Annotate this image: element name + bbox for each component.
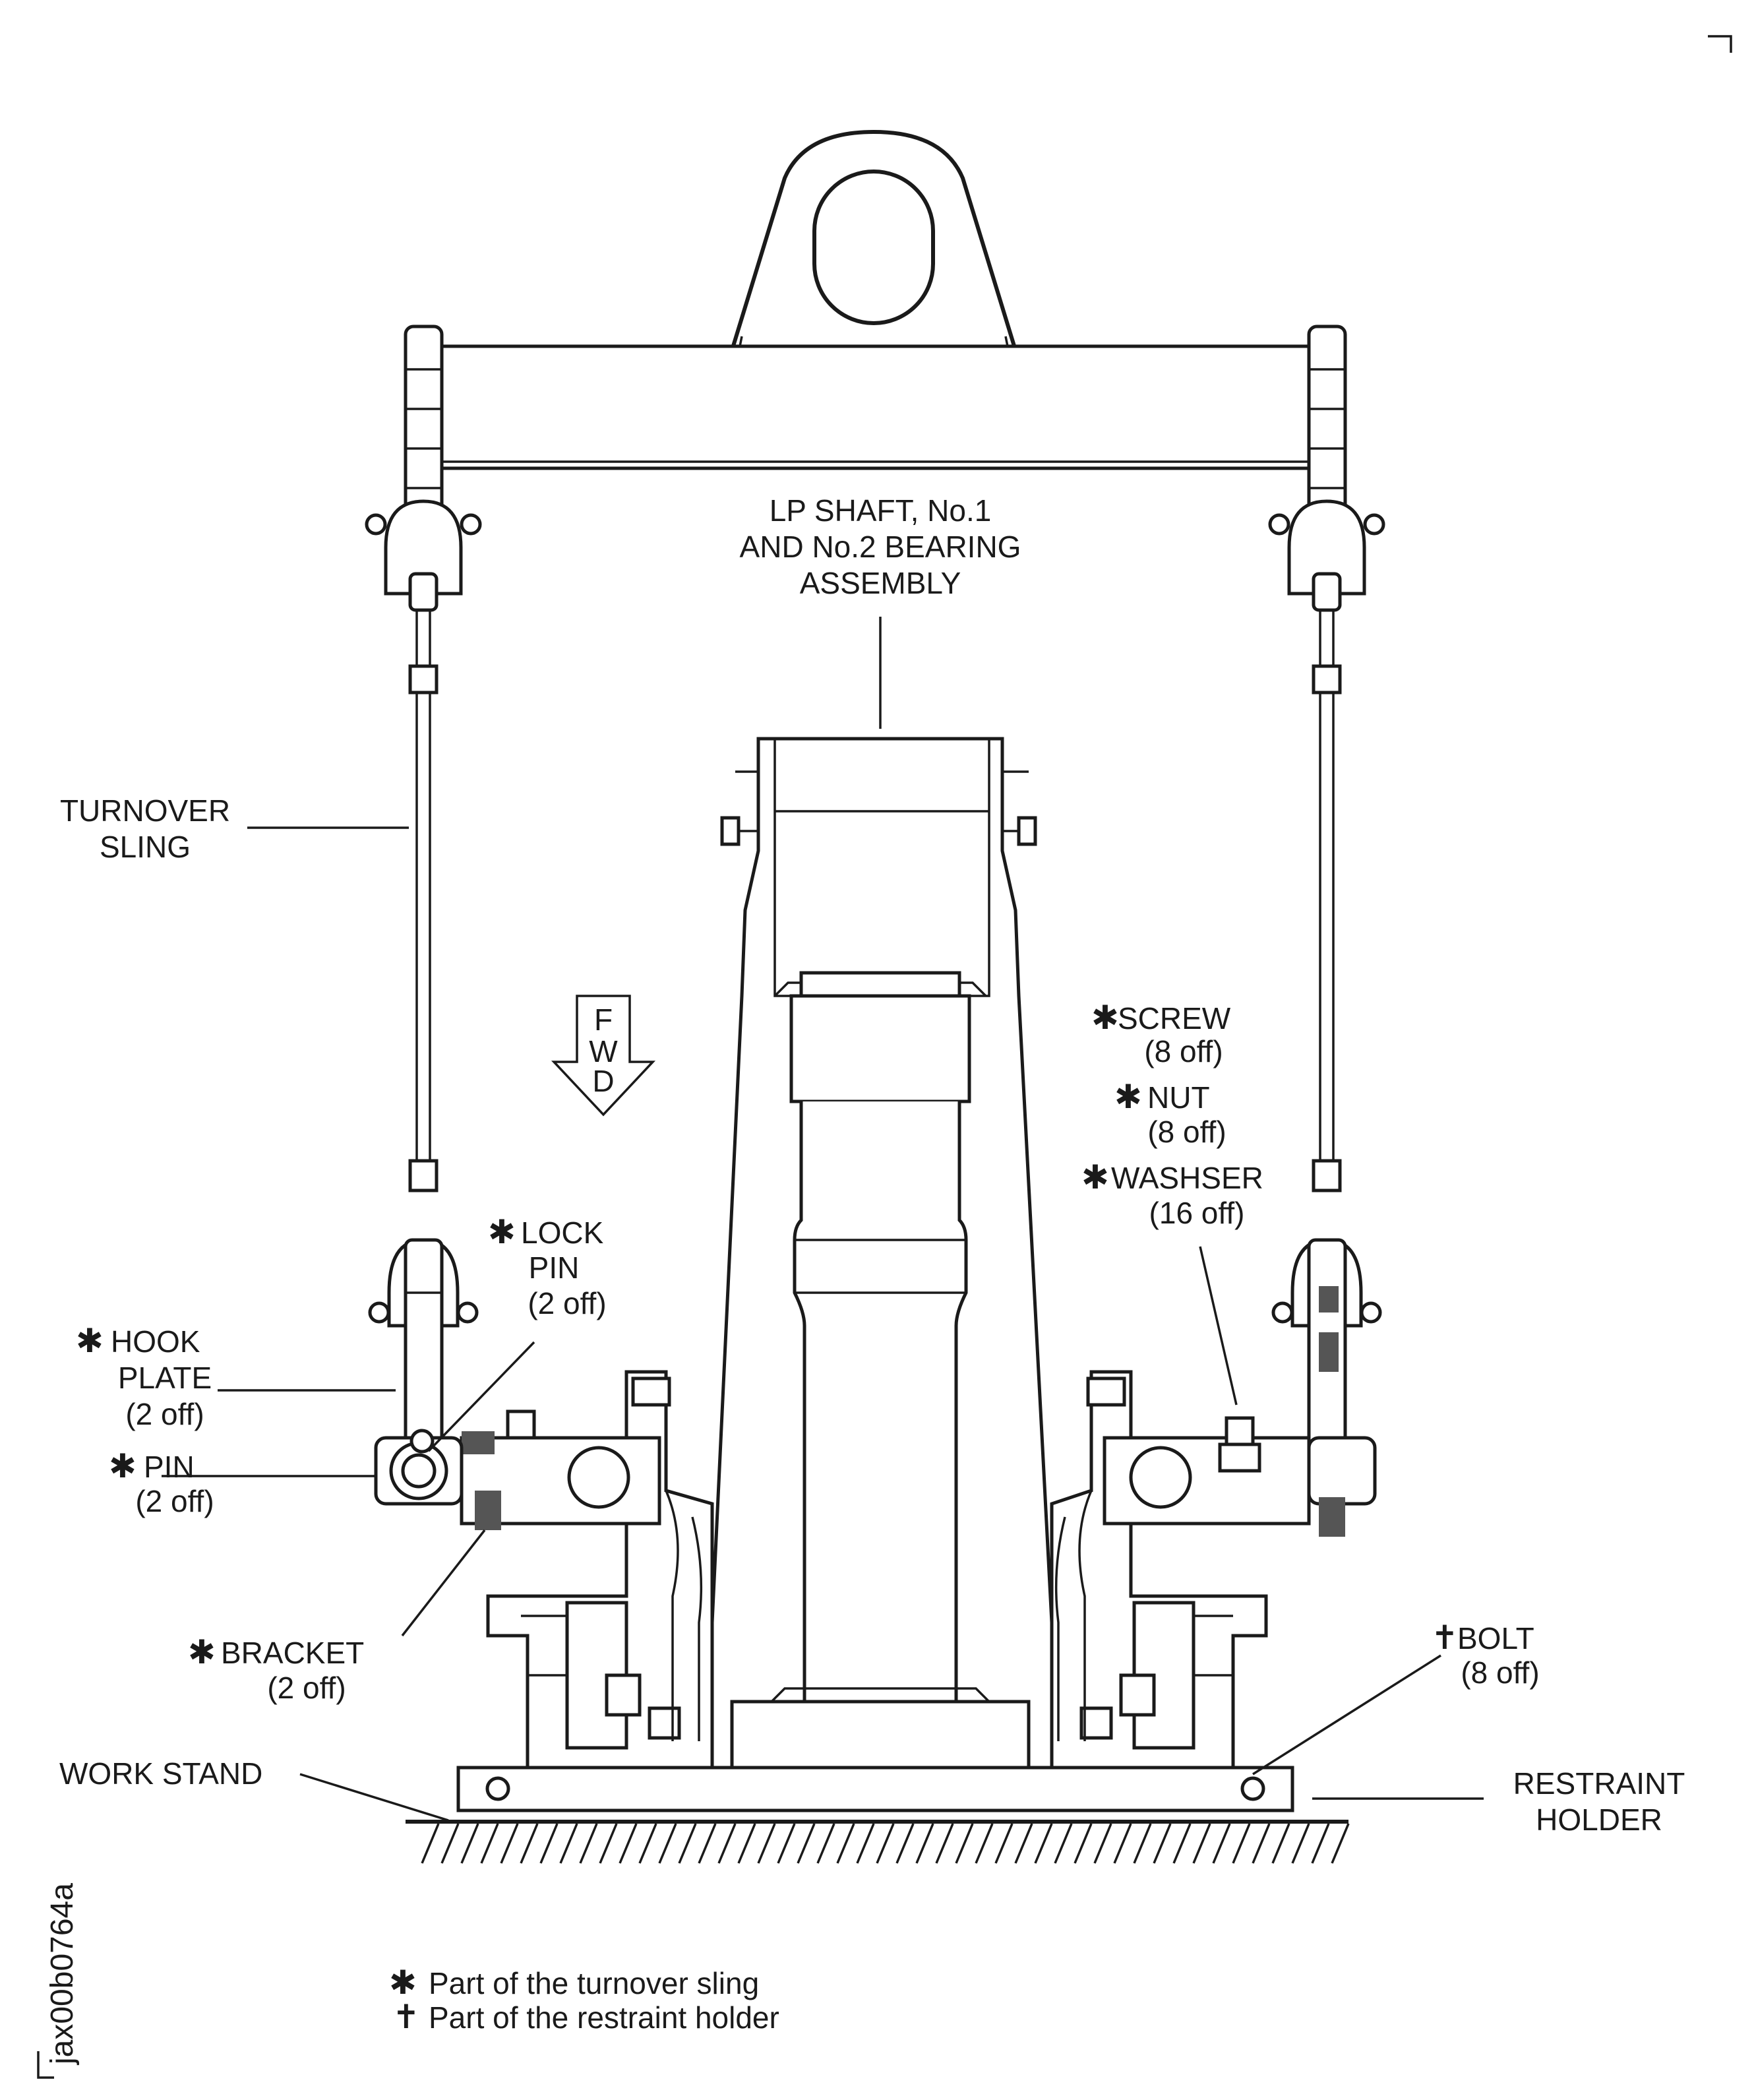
legend-sling-icon: ✱ (389, 1963, 417, 2002)
lp-shaft-assembly (710, 737, 1054, 1776)
sling-asterisk-icon: ✱ (76, 1322, 104, 1360)
right-sling-cable (1312, 610, 1342, 1192)
label-lp-shaft-line1: LP SHAFT, No.1 (770, 493, 992, 528)
fwd-letter-w: W (589, 1034, 618, 1068)
label-lp-shaft-line3: ASSEMBLY (800, 566, 961, 600)
restraint-holder-base (406, 1766, 1350, 1864)
legend-holder-icon: ✝ (392, 1998, 420, 2036)
label-pin: PIN (144, 1450, 195, 1484)
label-nut: NUT (1147, 1080, 1210, 1115)
label-restraint-holder-line1: RESTRAINT (1513, 1766, 1685, 1801)
legend-holder-text: Part of the restraint holder (429, 2000, 779, 2035)
leader-lines (162, 617, 1484, 1822)
label-turnover-sling-line1: TURNOVER (60, 793, 230, 828)
sling-asterisk-icon: ✱ (1091, 999, 1119, 1037)
sling-asterisk-icon: ✱ (488, 1213, 516, 1251)
sling-asterisk-icon: ✱ (1114, 1078, 1142, 1116)
label-lock-pin-line2: PIN (529, 1251, 580, 1285)
label-screw-qty: (8 off) (1144, 1034, 1223, 1068)
label-lp-shaft-line2: AND No.2 BEARING (740, 530, 1021, 564)
label-screw: SCREW (1118, 1001, 1231, 1035)
right-lower-shackle (1271, 1238, 1382, 1460)
left-sling-attachment (374, 1409, 661, 1530)
fwd-letter-d: D (592, 1064, 614, 1098)
label-restraint-holder-line2: HOLDER (1536, 1803, 1662, 1837)
label-nut-qty: (8 off) (1147, 1115, 1226, 1149)
legend-sling-text: Part of the turnover sling (429, 1966, 759, 2000)
fwd-letter-f: F (594, 1003, 613, 1037)
label-work-stand: WORK STAND (59, 1756, 262, 1791)
label-hook-plate-qty: (2 off) (125, 1397, 204, 1431)
label-bolt-qty: (8 off) (1461, 1655, 1539, 1690)
label-hook-plate-line2: PLATE (118, 1361, 212, 1395)
label-washer-qty: (16 off) (1149, 1196, 1245, 1230)
right-sling-attachment (1103, 1416, 1377, 1537)
ground-hatching (421, 1823, 1350, 1864)
sling-asterisk-icon: ✱ (109, 1447, 136, 1485)
sling-asterisk-icon: ✱ (188, 1633, 216, 1671)
lifting-beam (420, 129, 1331, 470)
figure-id: jax00b0764a (45, 1883, 80, 2066)
holder-cross-icon: ✝ (1431, 1619, 1459, 1657)
fwd-arrow: F W D (551, 995, 656, 1117)
label-lock-pin-line1: LOCK (521, 1216, 604, 1250)
label-lock-pin-qty: (2 off) (528, 1286, 606, 1320)
left-sling-cable (408, 610, 439, 1192)
sling-asterisk-icon: ✱ (1081, 1158, 1109, 1196)
legend: ✱ Part of the turnover sling ✝ Part of t… (389, 1963, 779, 2036)
label-hook-plate-line1: HOOK (111, 1324, 200, 1359)
label-washer: WASHSER (1111, 1161, 1263, 1195)
label-bracket-qty: (2 off) (267, 1671, 346, 1705)
corner-mark-bottom-left (37, 2051, 54, 2079)
left-lower-shackle (368, 1238, 479, 1460)
label-bracket: BRACKET (221, 1636, 364, 1670)
label-bolt: BOLT (1457, 1621, 1534, 1655)
left-beam-link (365, 324, 482, 612)
corner-mark-top-right (1708, 35, 1732, 53)
right-beam-link (1268, 324, 1385, 612)
label-turnover-sling-line2: SLING (100, 830, 191, 864)
label-pin-qty: (2 off) (135, 1484, 214, 1518)
